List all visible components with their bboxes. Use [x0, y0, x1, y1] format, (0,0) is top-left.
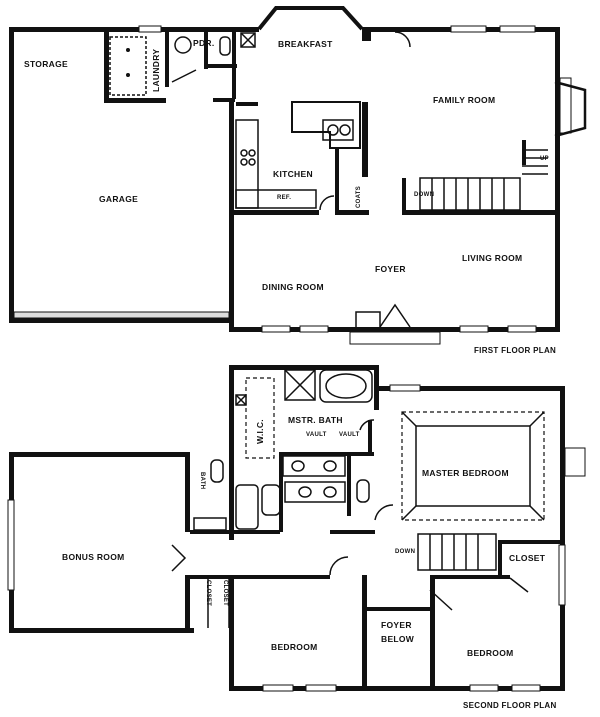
label-bedroom-2: BEDROOM [467, 648, 514, 658]
label-coats: COATS [356, 186, 362, 208]
label-laundry: LAUNDRY [151, 49, 161, 92]
first-floor-labels: STORAGE LAUNDRY PDR. BREAKFAST FAMILY RO… [24, 38, 556, 355]
label-vault-2: VAULT [339, 432, 360, 438]
second-floor-labels: W.I.C. MSTR. BATH VAULT VAULT MASTER BED… [62, 415, 557, 710]
label-down: DOWN [414, 192, 434, 198]
label-master-bedroom: MASTER BEDROOM [422, 468, 509, 478]
label-down: DOWN [395, 549, 415, 555]
label-refrigerator: REF. [277, 195, 291, 201]
label-master-bath: MSTR. BATH [288, 415, 343, 425]
label-bonus-room: BONUS ROOM [62, 552, 125, 562]
label-powder: PDR. [193, 38, 215, 48]
label-breakfast: BREAKFAST [278, 39, 333, 49]
first-floor-plan: STORAGE LAUNDRY PDR. BREAKFAST FAMILY RO… [9, 6, 587, 355]
label-storage: STORAGE [24, 59, 68, 69]
label-closet-1: CLOSET [205, 580, 211, 606]
label-foyer: FOYER [375, 264, 406, 274]
label-kitchen: KITCHEN [273, 169, 313, 179]
label-family-room: FAMILY ROOM [433, 95, 495, 105]
label-wic: W.I.C. [255, 419, 265, 444]
label-closet-3: CLOSET [509, 553, 546, 563]
label-bedroom-1: BEDROOM [271, 642, 318, 652]
first-floor-title: FIRST FLOOR PLAN [474, 346, 556, 355]
second-floor-title: SECOND FLOOR PLAN [463, 701, 557, 710]
second-floor-fixtures [7, 369, 566, 692]
label-foyer-below-2: BELOW [381, 634, 415, 644]
label-living-room: LIVING ROOM [462, 253, 522, 263]
label-bath: BATH [199, 472, 205, 489]
label-dining-room: DINING ROOM [262, 282, 324, 292]
label-foyer-below-1: FOYER [381, 620, 412, 630]
second-floor-plan: W.I.C. MSTR. BATH VAULT VAULT MASTER BED… [7, 365, 586, 710]
label-vault-1: VAULT [306, 432, 327, 438]
label-garage: GARAGE [99, 194, 138, 204]
label-closet-2: CLOSET [222, 580, 228, 606]
first-floor-fixtures [13, 25, 548, 333]
label-up: UP [540, 156, 549, 162]
